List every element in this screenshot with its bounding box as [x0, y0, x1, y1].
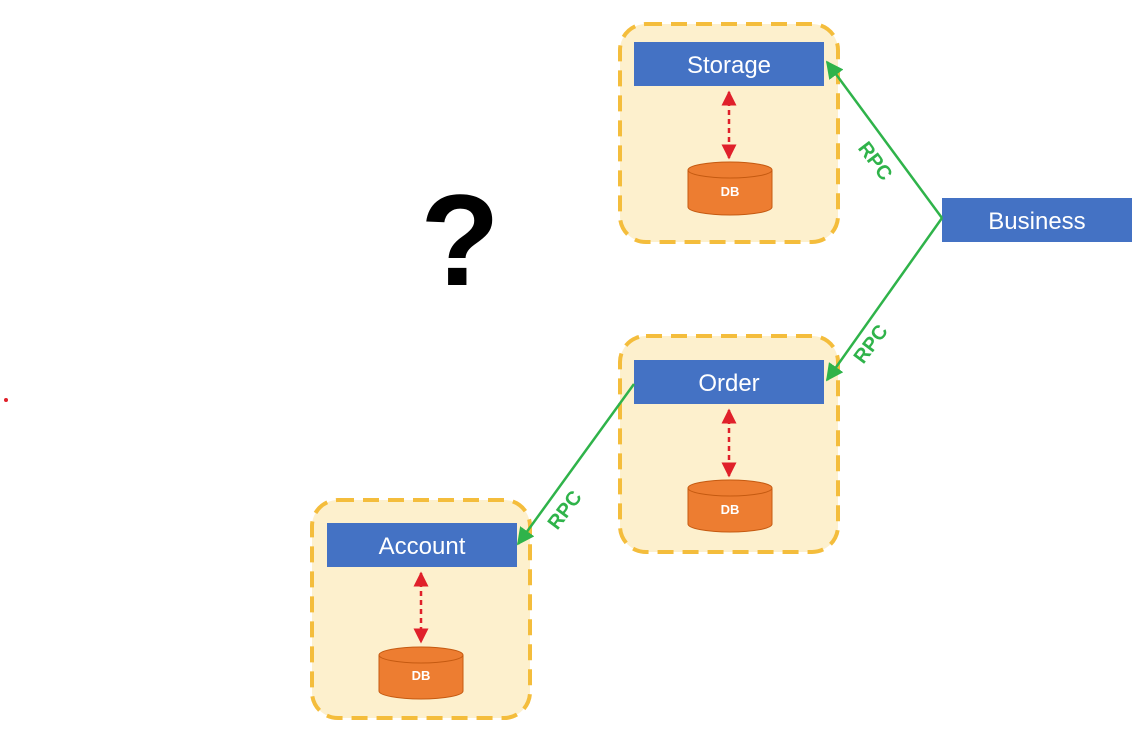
rpc-line-business-storage: [825, 60, 944, 219]
order-service-group: Order DB: [618, 334, 840, 554]
account-box[interactable]: [327, 523, 517, 567]
account-label: Account: [379, 533, 466, 560]
account-db-label: DB: [412, 668, 431, 683]
account-db-icon: [378, 646, 464, 700]
storage-box[interactable]: [634, 42, 824, 86]
business-label: Business: [988, 208, 1085, 235]
rpc-label-business-order: RPC: [850, 321, 893, 368]
question-mark: ?: [420, 167, 499, 313]
rpc-label-order-account: RPC: [544, 487, 587, 534]
storage-db-icon: [687, 161, 773, 216]
order-db-icon: [687, 479, 773, 533]
order-db-label: DB: [721, 502, 740, 517]
rpc-line-business-order: [825, 217, 944, 382]
account-service-group: Account DB: [310, 498, 532, 720]
order-box[interactable]: [634, 360, 824, 404]
storage-label: Storage: [687, 52, 771, 79]
red-dot-marker: [4, 398, 8, 402]
rpc-line-order-account: [516, 383, 636, 546]
rpc-label-business-storage: RPC: [853, 138, 896, 185]
storage-db-label: DB: [721, 184, 740, 199]
order-label: Order: [698, 370, 759, 397]
storage-service-group: Storage DB: [618, 22, 840, 244]
business-box[interactable]: [942, 198, 1132, 242]
